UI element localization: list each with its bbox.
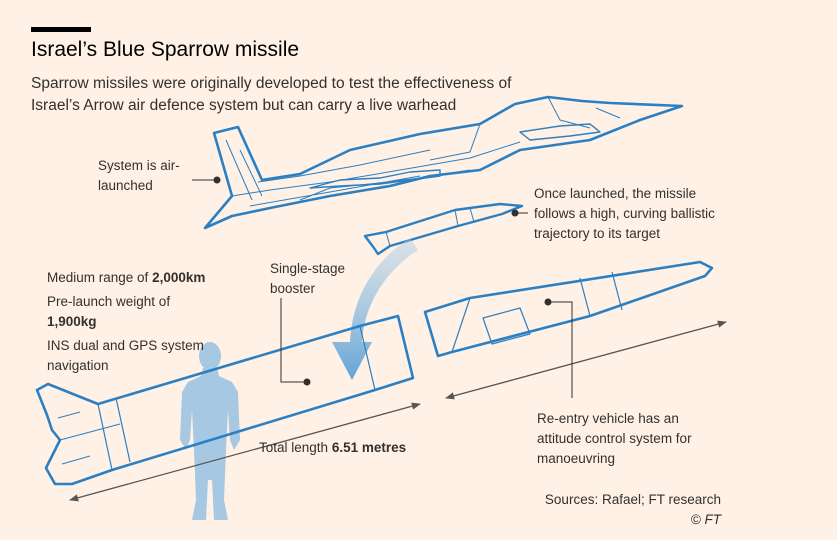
booster-label: Single-stage booster — [270, 261, 346, 296]
booster-length-arrow — [69, 402, 421, 502]
page-subtitle: Sparrow missiles were originally develop… — [31, 75, 512, 114]
trajectory-label: Once launched, the missile follows a hig… — [534, 186, 715, 241]
length-label: Total length 6.51 metres — [259, 438, 459, 458]
range-value: 2,000km — [152, 270, 206, 285]
reentry-vehicle — [423, 260, 714, 358]
reentry-length-arrow — [445, 320, 727, 400]
page-title: Israel’s Blue Sparrow missile — [31, 38, 300, 61]
launched-missile — [363, 202, 524, 256]
range-prefix: Medium range of — [47, 270, 153, 285]
title-rule — [31, 27, 91, 32]
weight-prefix: Pre-launch weight of — [47, 294, 171, 309]
fighter-jet — [203, 95, 684, 230]
trajectory-arrow — [332, 238, 418, 380]
range-label: Medium range of 2,000km — [47, 268, 247, 288]
air-launched-label: System is air-launched — [98, 158, 180, 193]
sources-footer: Sources: Rafael; FT research © FT — [545, 490, 721, 530]
length-value: 6.51 metres — [331, 440, 407, 455]
copyright-text: © FT — [690, 512, 721, 527]
length-prefix: Total length — [259, 440, 332, 455]
sources-text: Sources: Rafael; FT research — [544, 492, 721, 507]
weight-label: Pre-launch weight of 1,900kg — [47, 292, 247, 332]
weight-value: 1,900kg — [47, 314, 97, 329]
reentry-label: Re-entry vehicle has an attitude control… — [537, 411, 692, 466]
leader-lines — [192, 176, 573, 398]
navigation-label: INS dual and GPS system navigation — [47, 338, 204, 373]
